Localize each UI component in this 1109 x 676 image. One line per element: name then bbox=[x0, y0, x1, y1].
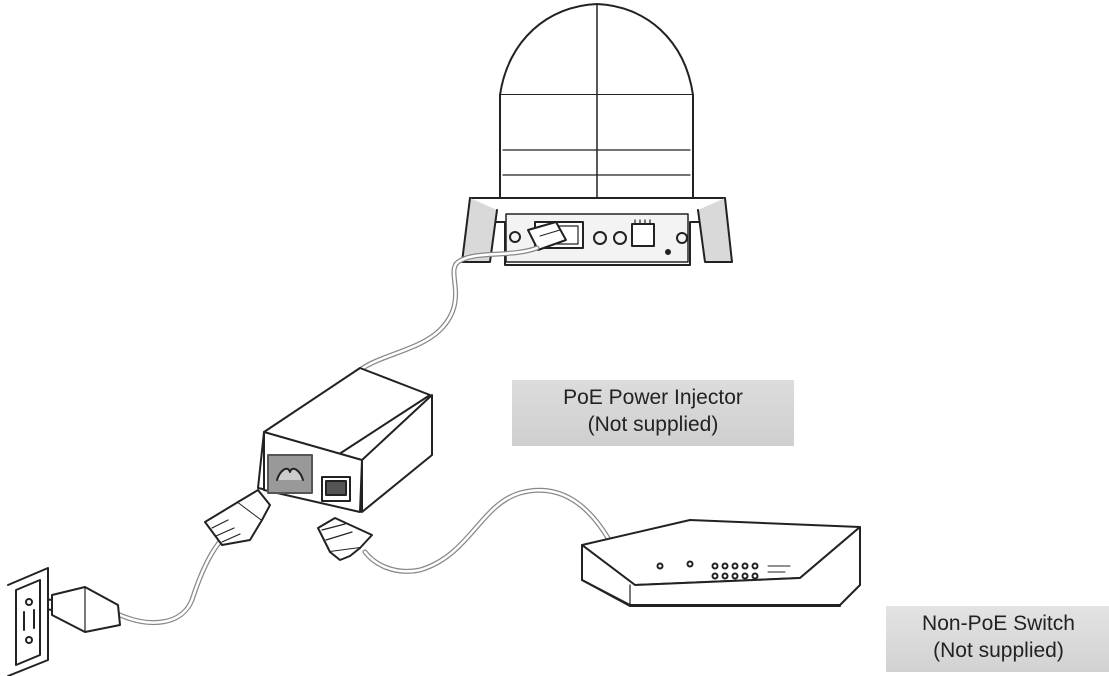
injector-label-title: PoE Power Injector bbox=[563, 386, 743, 409]
switch-label-note: (Not supplied) bbox=[933, 639, 1064, 662]
camera-icon bbox=[461, 3, 733, 266]
power-plug-icon bbox=[204, 489, 271, 546]
wall-outlet-icon bbox=[7, 567, 49, 676]
injector-label-note: (Not supplied) bbox=[587, 413, 719, 436]
poe-injector-icon bbox=[257, 367, 433, 513]
injector-label: PoE Power Injector (Not supplied) bbox=[512, 380, 794, 446]
power-cord bbox=[117, 527, 235, 626]
network-switch-icon bbox=[581, 519, 861, 607]
wall-plug-icon bbox=[37, 586, 121, 633]
switch-label-title: Non-PoE Switch bbox=[922, 612, 1075, 635]
switch-label: Non-PoE Switch (Not supplied) bbox=[886, 606, 1109, 672]
camera-cable bbox=[357, 245, 540, 373]
ethernet-connector-icon bbox=[317, 517, 373, 561]
